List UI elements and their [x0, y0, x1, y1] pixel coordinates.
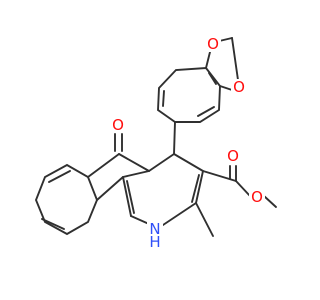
- label-mask: [147, 221, 163, 237]
- bond: [162, 90, 165, 107]
- bond: [195, 170, 204, 204]
- oxygen-dioxole-right-label: O: [233, 78, 245, 96]
- label-mask: [231, 79, 247, 95]
- bond: [263, 195, 277, 208]
- bond: [122, 176, 132, 217]
- bond: [122, 170, 150, 178]
- bond: [159, 202, 197, 228]
- bond: [235, 180, 251, 197]
- bond: [231, 37, 239, 81]
- nitrogen-hydrogen-label: H: [149, 233, 160, 251]
- bond: [126, 180, 135, 214]
- bond: [219, 85, 233, 91]
- label-mask: [205, 36, 221, 52]
- structure-diagram: O O O O O N H: [34, 35, 277, 251]
- bond: [202, 170, 237, 182]
- bond: [173, 153, 204, 172]
- label-mask: [147, 235, 163, 251]
- bond: [130, 215, 150, 225]
- bond: [195, 202, 214, 237]
- label-mask: [249, 189, 265, 205]
- bond: [87, 153, 120, 178]
- bond: [208, 72, 217, 85]
- bond: [48, 170, 71, 183]
- molecule-canvas: O O O O O N H: [34, 35, 277, 251]
- bond: [205, 51, 211, 69]
- oxygen-ether-label: O: [251, 188, 263, 206]
- bond: [148, 153, 175, 172]
- label-mask: [225, 148, 241, 164]
- bond: [96, 176, 124, 201]
- oxygen-carbonyl-label: O: [227, 147, 239, 165]
- bond: [191, 174, 200, 203]
- bonds: [34, 37, 277, 237]
- nitrogen-label: N: [149, 220, 160, 238]
- label-mask: [110, 117, 126, 133]
- atom-labels: O O O O O N H: [110, 35, 265, 251]
- bond: [118, 153, 150, 172]
- oxygen-dioxole-top-label: O: [207, 35, 219, 53]
- bond: [34, 163, 99, 236]
- bond: [173, 121, 176, 155]
- bond: [41, 218, 65, 230]
- oxygen-ketone-label: O: [112, 116, 124, 134]
- bond: [197, 106, 215, 117]
